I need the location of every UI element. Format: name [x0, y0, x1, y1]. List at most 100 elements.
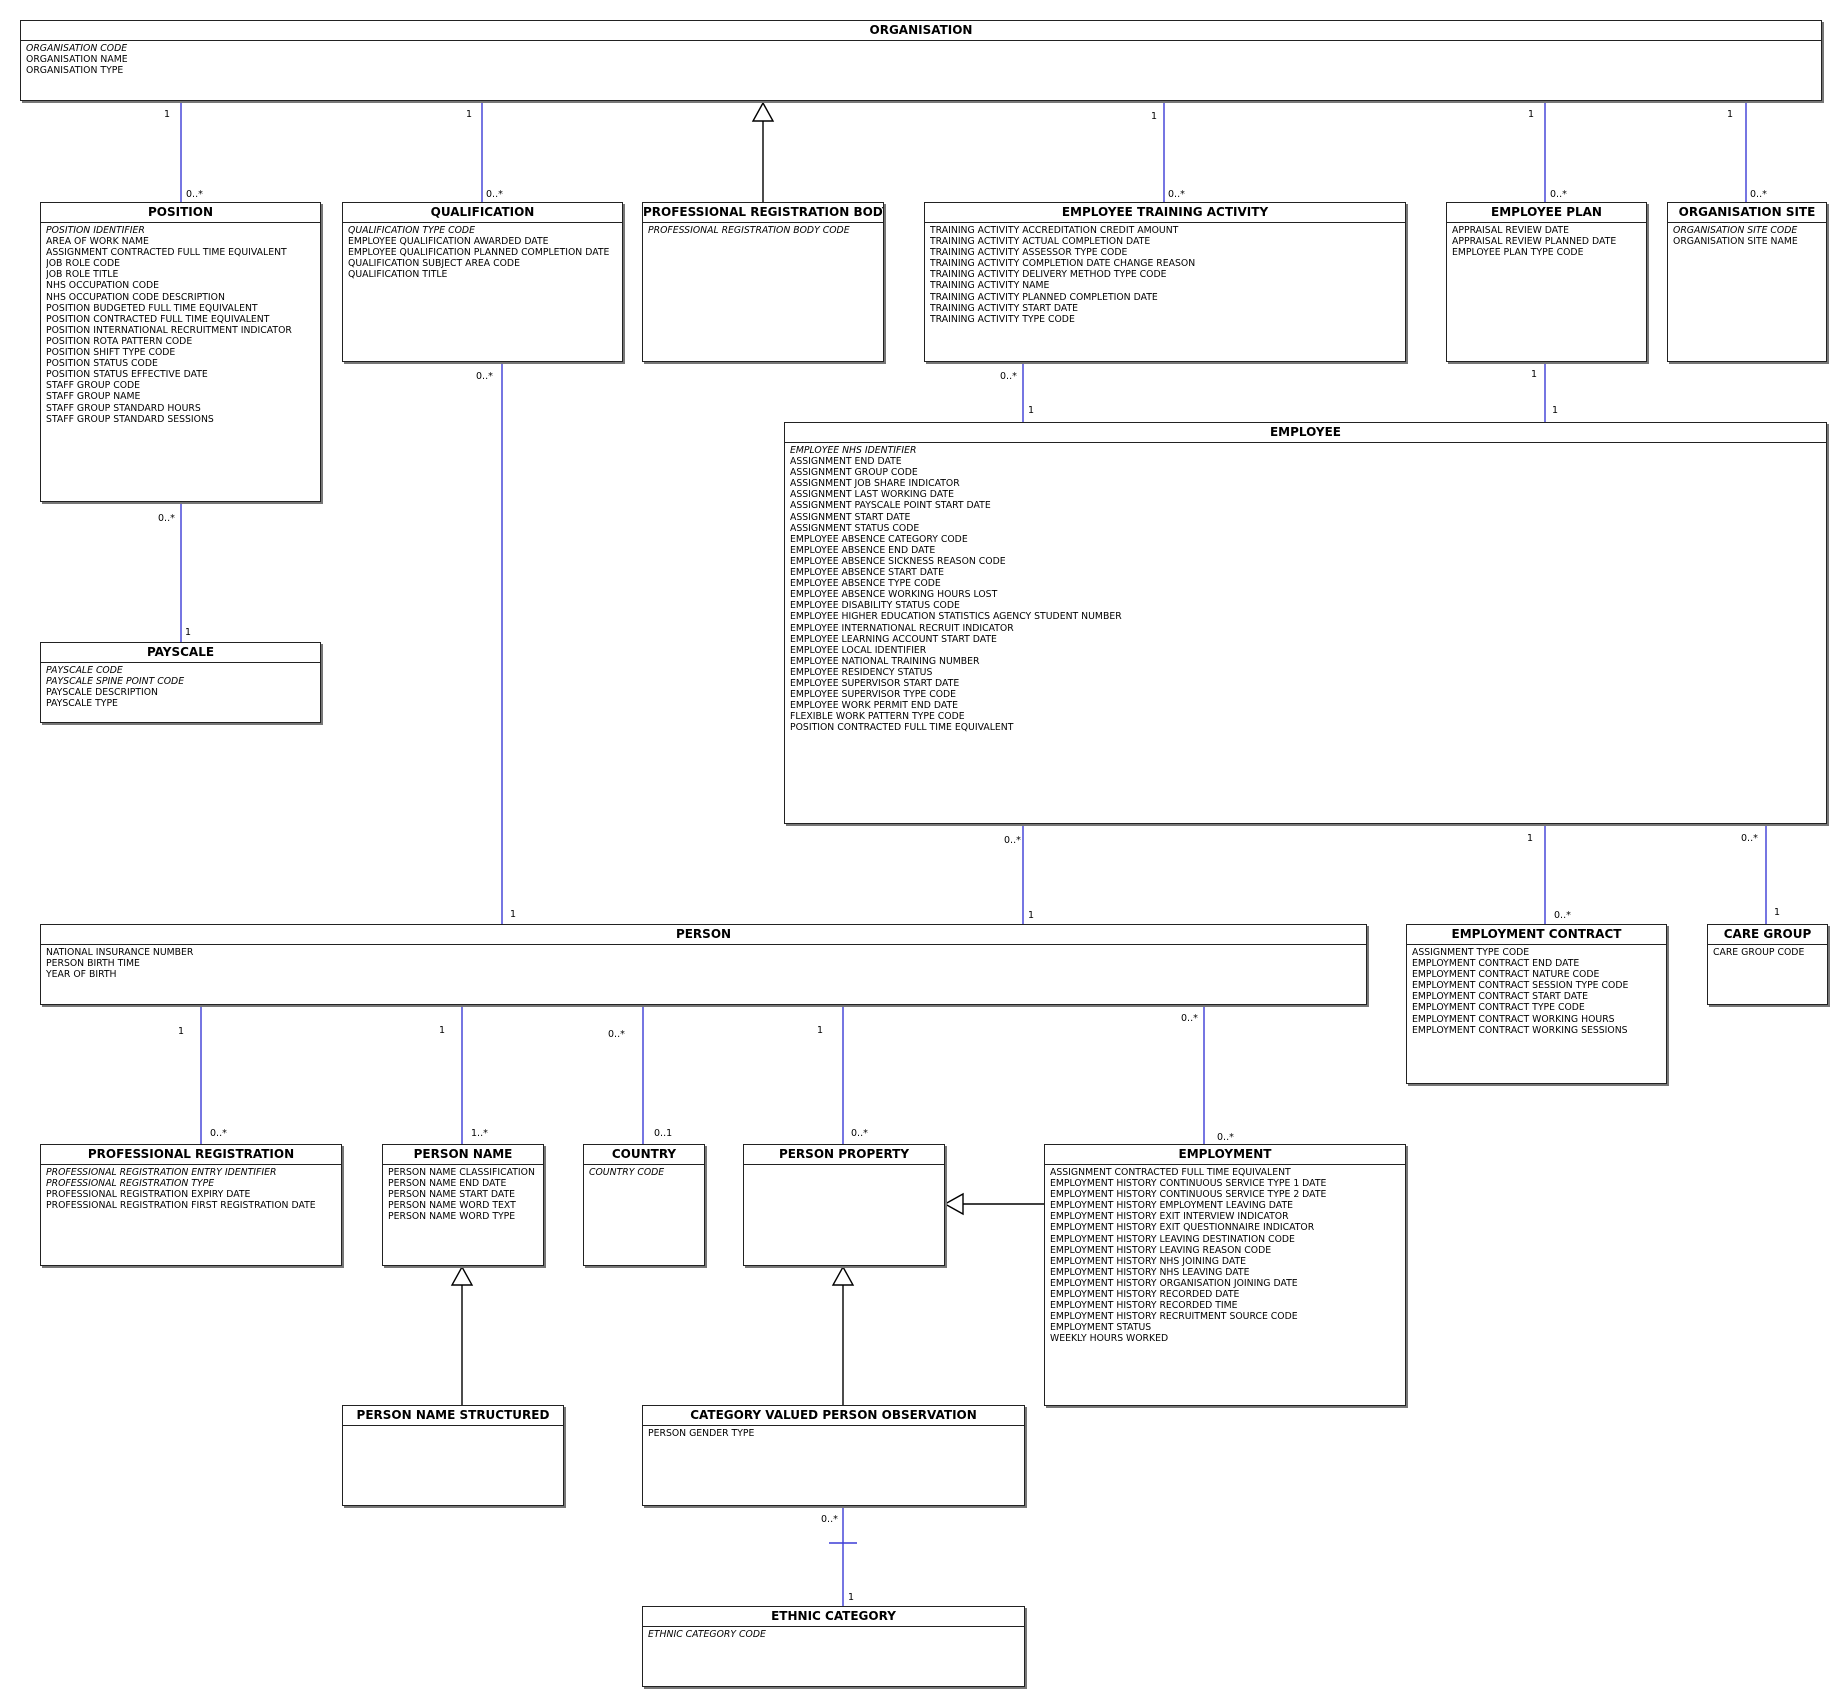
attribute: TRAINING ACTIVITY START DATE: [930, 302, 1079, 314]
attribute: EMPLOYMENT HISTORY LEAVING REASON CODE: [1050, 1244, 1272, 1256]
attribute: POSITION ROTA PATTERN CODE: [46, 335, 193, 347]
attribute: QUALIFICATION TITLE: [348, 269, 448, 281]
attribute: EMPLOYMENT CONTRACT NATURE CODE: [1412, 969, 1600, 981]
attribute: ASSIGNMENT LAST WORKING DATE: [790, 489, 954, 501]
attribute: EMPLOYMENT HISTORY EMPLOYMENT LEAVING DA…: [1050, 1200, 1293, 1212]
attribute: EMPLOYMENT HISTORY NHS JOINING DATE: [1050, 1255, 1247, 1267]
class-title: EMPLOYEE TRAINING ACTIVITY: [925, 203, 1405, 223]
multiplicity-label: 1: [1528, 109, 1535, 120]
class-country[interactable]: COUNTRY COUNTRY CODE: [583, 1144, 705, 1266]
multiplicity-label: 0..*: [1000, 371, 1017, 382]
class-title: PERSON NAME: [383, 1145, 543, 1165]
key-attribute: COUNTRY CODE: [589, 1167, 665, 1178]
key-attribute: PAYSCALE SPINE POINT CODE: [46, 676, 185, 688]
attribute: APPRAISAL REVIEW PLANNED DATE: [1452, 236, 1617, 248]
attribute: PERSON NAME START DATE: [388, 1189, 516, 1201]
attribute: FLEXIBLE WORK PATTERN TYPE CODE: [790, 711, 965, 723]
key-attribute: PROFESSIONAL REGISTRATION BODY CODE: [648, 225, 850, 236]
multiplicity-label: 1: [1527, 833, 1534, 844]
attribute: EMPLOYEE INTERNATIONAL RECRUIT INDICATOR: [790, 622, 1014, 634]
class-title: ORGANISATION: [21, 21, 1821, 41]
key-attribute: EMPLOYEE NHS IDENTIFIER: [790, 445, 917, 456]
attribute: EMPLOYMENT HISTORY CONTINUOUS SERVICE TY…: [1050, 1178, 1327, 1190]
attribute: EMPLOYEE QUALIFICATION PLANNED COMPLETIO…: [348, 247, 610, 259]
attribute: PROFESSIONAL REGISTRATION FIRST REGISTRA…: [46, 1200, 316, 1212]
class-attributes: ETHNIC CATEGORY CODE: [643, 1627, 1024, 1642]
attribute: NHS OCCUPATION CODE: [46, 280, 160, 292]
attribute: EMPLOYMENT STATUS: [1050, 1322, 1152, 1334]
attribute: EMPLOYEE LEARNING ACCOUNT START DATE: [790, 633, 997, 645]
attribute: EMPLOYEE ABSENCE START DATE: [790, 567, 944, 579]
multiplicity-label: 0..*: [851, 1128, 868, 1139]
class-title: COUNTRY: [584, 1145, 704, 1165]
class-pnstruct[interactable]: PERSON NAME STRUCTURED: [342, 1405, 564, 1506]
class-ethnic[interactable]: ETHNIC CATEGORY ETHNIC CATEGORY CODE: [642, 1606, 1025, 1687]
attribute: EMPLOYEE LOCAL IDENTIFIER: [790, 644, 927, 656]
class-title: ETHNIC CATEGORY: [643, 1607, 1024, 1627]
class-title: PERSON PROPERTY: [744, 1145, 944, 1165]
class-pprop[interactable]: PERSON PROPERTY: [743, 1144, 945, 1266]
key-attribute: ETHNIC CATEGORY CODE: [648, 1629, 766, 1640]
attribute: EMPLOYMENT CONTRACT SESSION TYPE CODE: [1412, 980, 1629, 992]
attribute: EMPLOYEE WORK PERMIT END DATE: [790, 700, 959, 712]
generalization-arrowhead-icon: [751, 101, 775, 122]
attribute: ASSIGNMENT CONTRACTED FULL TIME EQUIVALE…: [46, 247, 287, 259]
attribute: EMPLOYMENT HISTORY EXIT INTERVIEW INDICA…: [1050, 1211, 1289, 1223]
attribute: ASSIGNMENT PAYSCALE POINT START DATE: [790, 500, 991, 512]
multiplicity-label: 0..1: [654, 1128, 673, 1139]
attribute: WEEKLY HOURS WORKED: [1050, 1333, 1169, 1345]
attribute: EMPLOYEE NATIONAL TRAINING NUMBER: [790, 655, 980, 667]
class-attributes: TRAINING ACTIVITY ACCREDITATION CREDIT A…: [925, 223, 1405, 327]
attribute: PERSON NAME END DATE: [388, 1178, 507, 1190]
attribute: TRAINING ACTIVITY ACTUAL COMPLETION DATE: [930, 236, 1151, 248]
attribute: EMPLOYMENT CONTRACT WORKING HOURS: [1412, 1013, 1615, 1025]
attribute: PERSON GENDER TYPE: [648, 1428, 755, 1439]
attribute: TRAINING ACTIVITY DELIVERY METHOD TYPE C…: [930, 269, 1167, 281]
attribute: EMPLOYMENT HISTORY NHS LEAVING DATE: [1050, 1266, 1250, 1278]
class-attributes: CARE GROUP CODE: [1708, 945, 1827, 960]
attribute: PERSON NAME WORD TEXT: [388, 1200, 516, 1212]
multiplicity-label: 0..*: [1168, 189, 1185, 200]
multiplicity-label: 0..*: [1554, 910, 1571, 921]
attribute: JOB ROLE CODE: [46, 258, 121, 270]
attribute: EMPLOYEE DISABILITY STATUS CODE: [790, 600, 960, 612]
attribute: STAFF GROUP CODE: [46, 380, 141, 392]
multiplicity-label: 1: [1552, 405, 1559, 416]
attribute: EMPLOYMENT HISTORY RECORDED DATE: [1050, 1289, 1240, 1301]
attribute: PERSON NAME CLASSIFICATION: [388, 1167, 535, 1178]
attribute: QUALIFICATION SUBJECT AREA CODE: [348, 258, 520, 270]
attribute: POSITION CONTRACTED FULL TIME EQUIVALENT: [46, 313, 270, 325]
attribute: TRAINING ACTIVITY COMPLETION DATE CHANGE…: [930, 258, 1196, 270]
multiplicity-label: 0..*: [210, 1128, 227, 1139]
attribute: ASSIGNMENT GROUP CODE: [790, 467, 918, 479]
attribute: YEAR OF BIRTH: [46, 969, 117, 981]
class-attributes: ASSIGNMENT TYPE CODE EMPLOYMENT CONTRACT …: [1407, 945, 1666, 1038]
attribute: ASSIGNMENT TYPE CODE: [1412, 947, 1530, 958]
attribute: TRAINING ACTIVITY TYPE CODE: [930, 313, 1075, 325]
attribute: EMPLOYMENT HISTORY LEAVING DESTINATION C…: [1050, 1233, 1295, 1245]
attribute: ORGANISATION SITE NAME: [1673, 236, 1798, 248]
multiplicity-label: 1: [1727, 109, 1734, 120]
attribute: EMPLOYMENT CONTRACT WORKING SESSIONS: [1412, 1024, 1628, 1036]
